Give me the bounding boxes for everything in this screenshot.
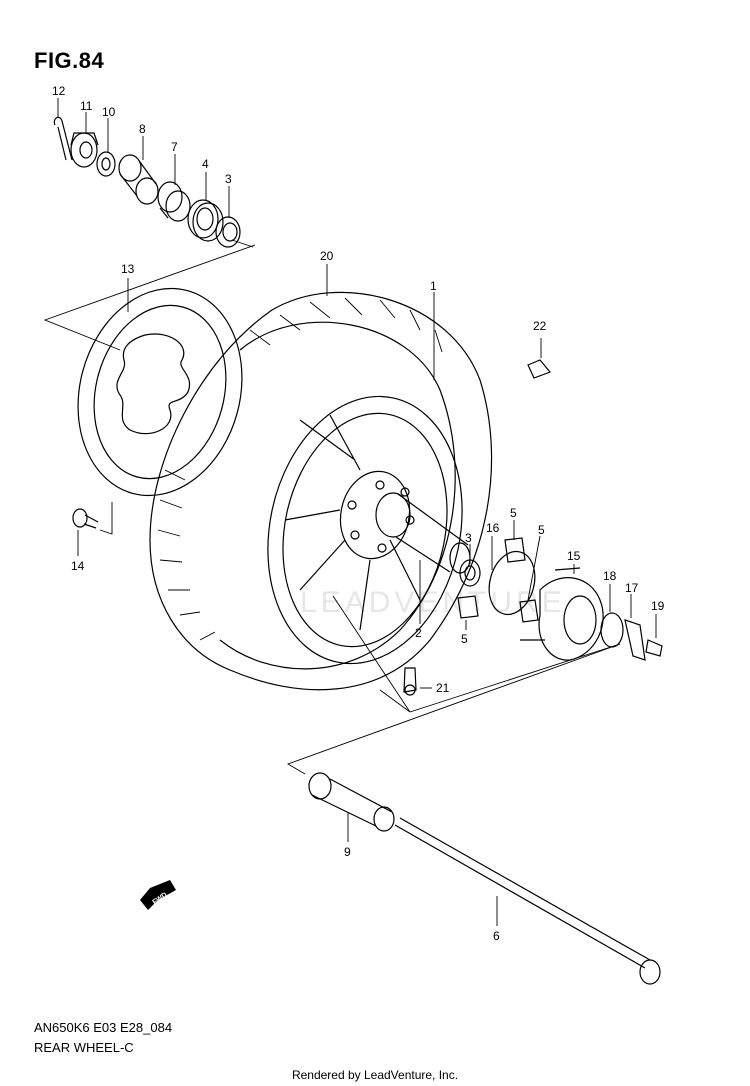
callout-17: 17	[625, 581, 639, 595]
callout-5-right: 5	[538, 523, 545, 537]
axle-nut-part[interactable]	[70, 132, 99, 168]
callout-8: 8	[139, 122, 146, 136]
screw-part[interactable]	[645, 639, 663, 657]
bracket-part[interactable]	[624, 619, 646, 661]
watermark: LEADVENTURE	[300, 586, 566, 619]
callout-21: 21	[436, 681, 450, 695]
callout-2: 2	[415, 626, 422, 640]
callout-9: 9	[344, 845, 351, 859]
callout-4: 4	[202, 157, 209, 171]
oil-seal-part[interactable]	[215, 216, 241, 248]
callout-1: 1	[430, 279, 437, 293]
spacer-collar-part[interactable]	[118, 154, 159, 205]
axle-spacer-part[interactable]	[308, 772, 395, 832]
damper-part-a[interactable]	[504, 537, 526, 563]
axle-shaft-part[interactable]	[394, 817, 661, 985]
hub-sleeve-part[interactable]	[375, 492, 471, 574]
air-valve-part[interactable]	[403, 667, 417, 696]
fwd-arrow-icon	[140, 880, 176, 910]
washer-part[interactable]	[96, 151, 116, 177]
callout-7: 7	[171, 140, 178, 154]
callout-15: 15	[567, 549, 581, 563]
spacer-part[interactable]	[157, 181, 191, 222]
damper-part-b[interactable]	[457, 595, 479, 619]
rendered-by-credit: Rendered by LeadVenture, Inc.	[291, 1068, 459, 1082]
sprocket-mounting-drum-part[interactable]	[520, 567, 604, 661]
callout-5-bottom: 5	[461, 632, 468, 646]
callout-3-top: 3	[225, 172, 232, 186]
damper-part-c[interactable]	[519, 599, 539, 623]
model-code: AN650K6 E03 E28_084	[34, 1020, 173, 1035]
callout-14: 14	[71, 559, 85, 573]
wheel-rim-part[interactable]	[244, 378, 486, 682]
callout-3-right: 3	[465, 531, 472, 545]
callout-22: 22	[533, 319, 547, 333]
figure-title: FIG.84	[34, 48, 105, 73]
callout-20: 20	[320, 249, 334, 263]
callout-6: 6	[493, 929, 500, 943]
callout-16: 16	[486, 521, 500, 535]
bearing-part[interactable]	[187, 199, 224, 242]
brake-disc-part[interactable]	[56, 270, 265, 514]
callout-labels: 12 11 10 8 7 4 3 13 20 1 22 14 16 5 5 3 …	[52, 84, 665, 943]
callout-18: 18	[603, 569, 617, 583]
o-ring-part[interactable]	[482, 546, 541, 619]
callout-5-top: 5	[510, 506, 517, 520]
disc-bolt-part[interactable]	[72, 508, 99, 529]
clip-part[interactable]	[527, 359, 552, 379]
tire-part[interactable]	[149, 291, 493, 691]
leader-lines	[43, 98, 657, 926]
part-group-name: REAR WHEEL-C	[34, 1040, 134, 1055]
callout-11: 11	[80, 99, 93, 113]
cotter-pin-part[interactable]	[53, 116, 73, 161]
callout-19: 19	[651, 599, 665, 613]
cap-plate-part[interactable]	[600, 612, 624, 648]
callout-13: 13	[121, 262, 135, 276]
callout-12: 12	[52, 84, 66, 98]
callout-10: 10	[102, 105, 116, 119]
